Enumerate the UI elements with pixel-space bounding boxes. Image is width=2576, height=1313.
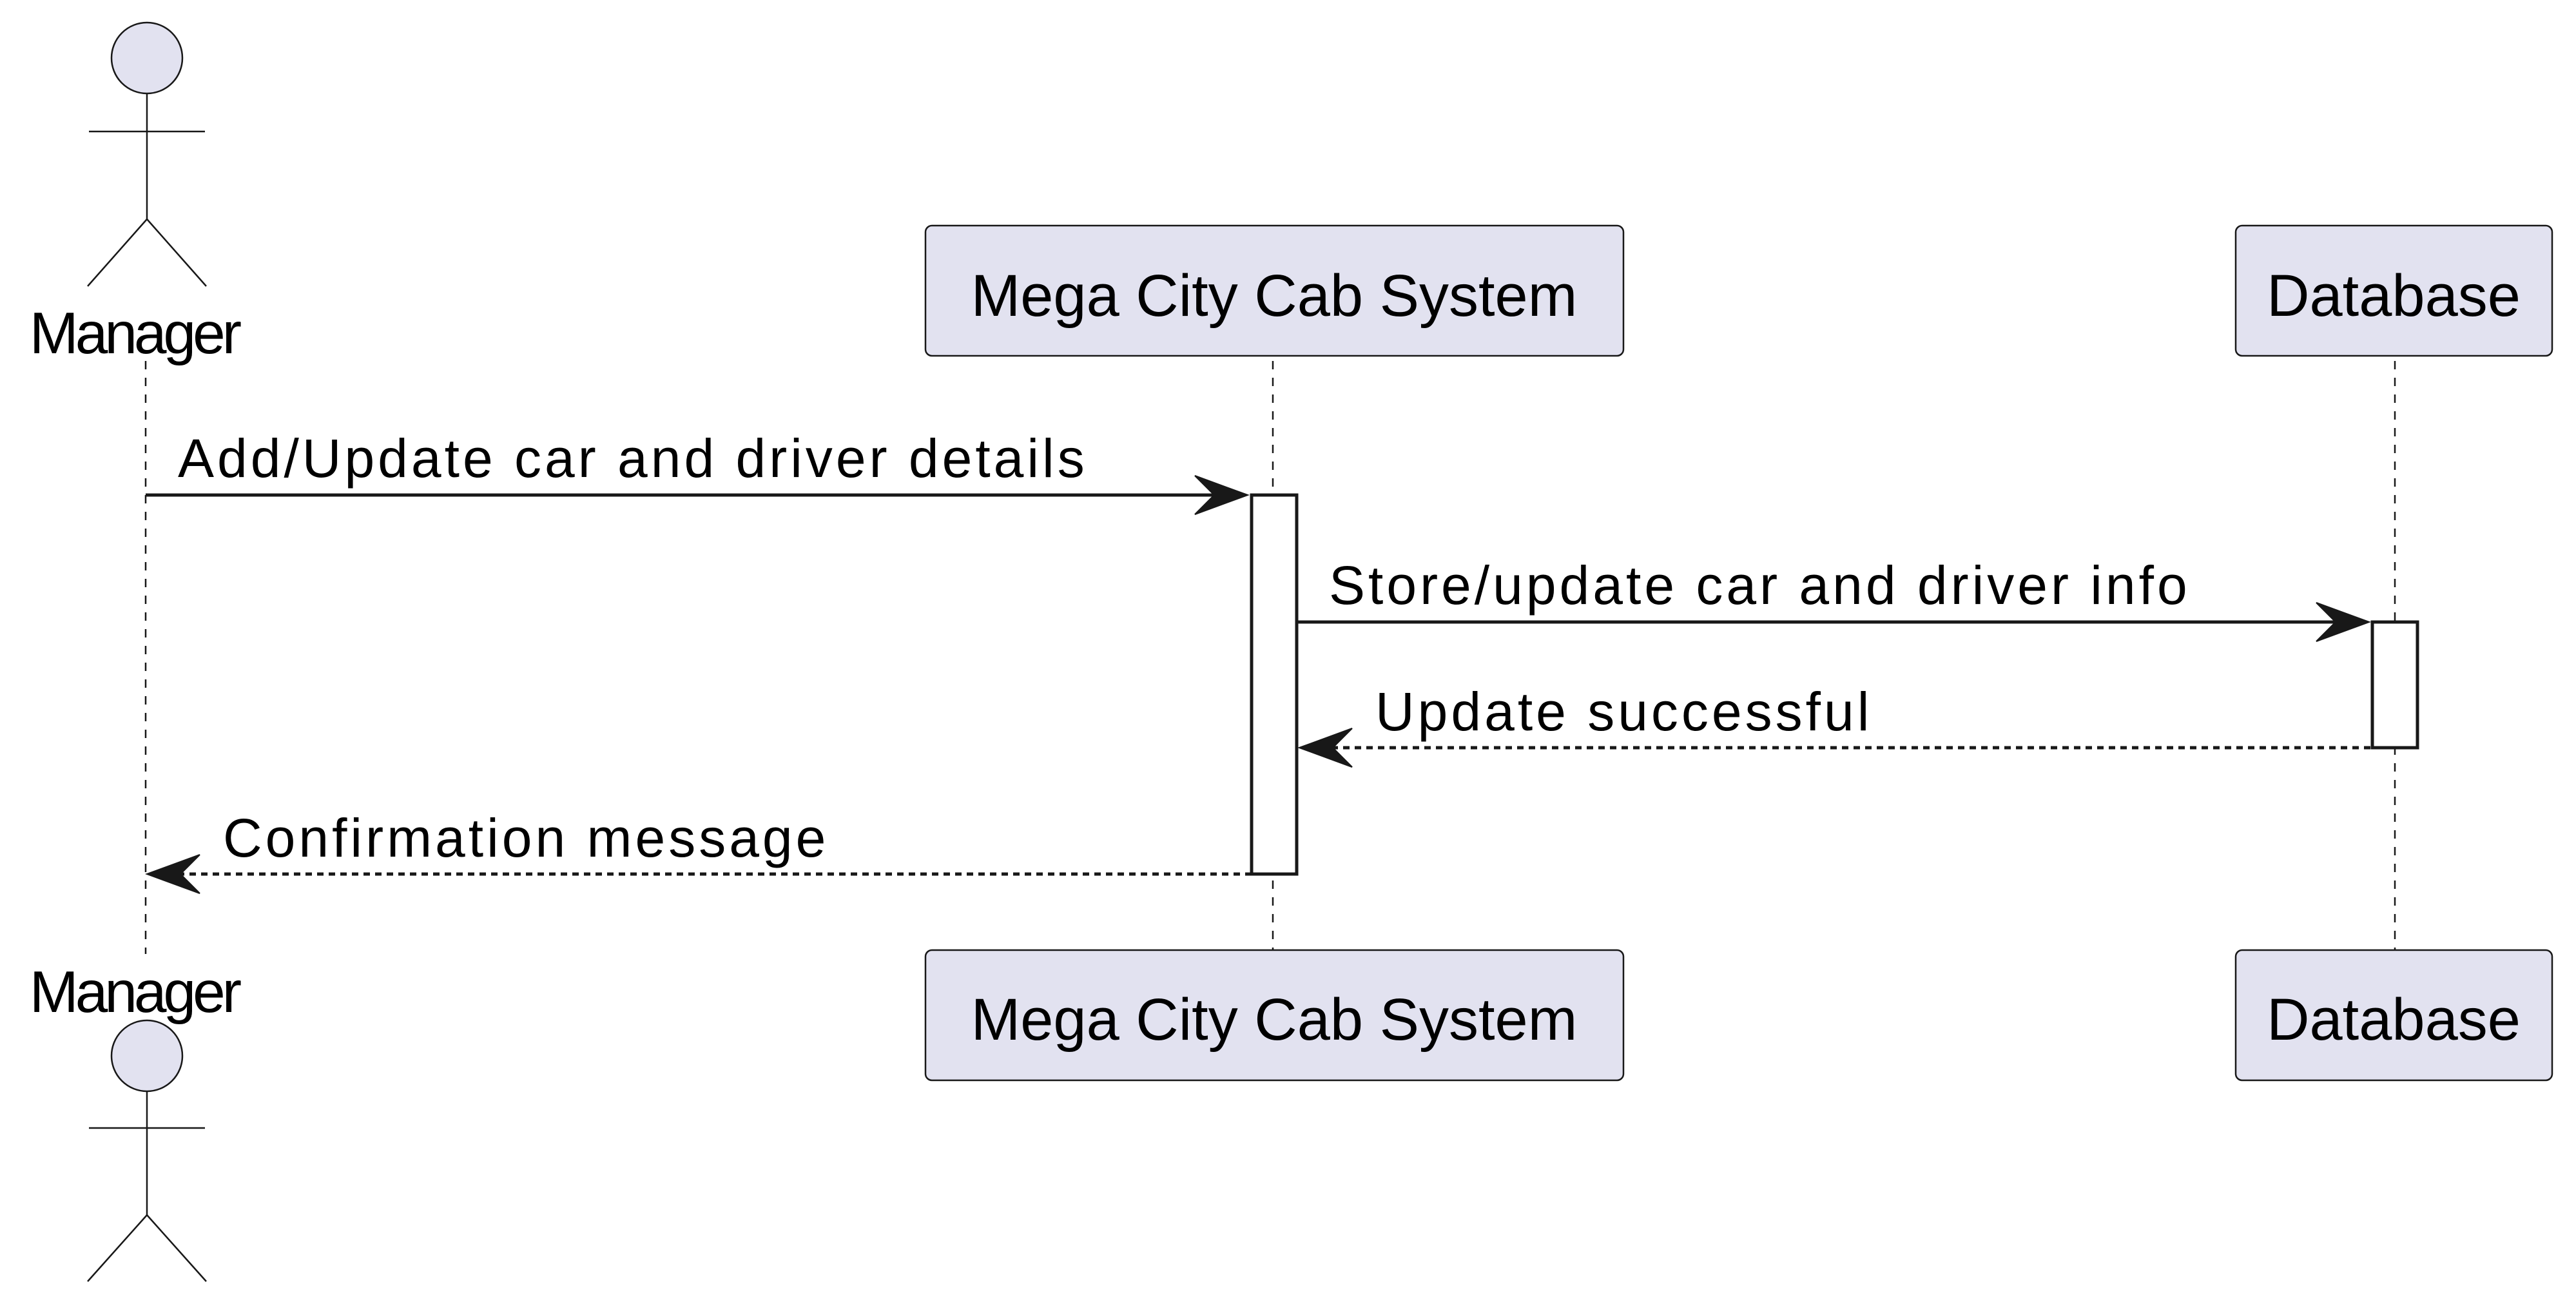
- participant-box: [924, 949, 1625, 1082]
- message-label: Add/Update car and driver details: [178, 428, 1088, 489]
- actor-label: Manager: [30, 301, 241, 366]
- message-label: Confirmation message: [223, 808, 829, 868]
- participant-label: Database: [2267, 987, 2521, 1053]
- actor-label: Manager: [30, 960, 241, 1025]
- message-label: Update successful: [1375, 681, 1872, 742]
- participant-label: Database: [2267, 263, 2521, 329]
- participant-mega-city-cab-system-top: Mega City Cab System: [924, 224, 1625, 357]
- arrowhead: [145, 854, 200, 894]
- message-label: Store/update car and driver info: [1329, 555, 2191, 616]
- actor-left-leg: [87, 219, 148, 287]
- actor-manager-top: Manager: [30, 21, 244, 366]
- participant-label: Mega City Cab System: [971, 263, 1578, 329]
- message-add-update: Add/Update car and driver details: [146, 428, 1250, 515]
- participant-mega-city-cab-system-bottom: Mega City Cab System: [924, 949, 1625, 1082]
- actor-head: [110, 21, 184, 95]
- actor-manager-bottom: Manager: [30, 960, 244, 1282]
- arrowhead: [2316, 602, 2371, 642]
- participant-label: Mega City Cab System: [971, 987, 1578, 1053]
- actor-head: [110, 1019, 184, 1093]
- message-store-update: Store/update car and driver info: [1297, 555, 2371, 642]
- participant-database-top: Database: [2234, 224, 2553, 357]
- arrowhead: [1194, 475, 1250, 515]
- actor-left-leg: [87, 1214, 148, 1282]
- actor-right-leg: [146, 1214, 207, 1282]
- message-confirmation: Confirmation message: [145, 808, 1252, 894]
- participant-box: [924, 224, 1625, 357]
- participant-database-bottom: Database: [2234, 949, 2553, 1082]
- activation-bar-database: [2370, 620, 2419, 750]
- message-update-successful: Update successful: [1297, 681, 2372, 768]
- participant-box: [2234, 224, 2553, 357]
- arrowhead: [1297, 728, 1353, 768]
- actor-right-leg: [146, 219, 207, 287]
- activation-bar-system: [1250, 493, 1299, 876]
- participant-box: [2234, 949, 2553, 1082]
